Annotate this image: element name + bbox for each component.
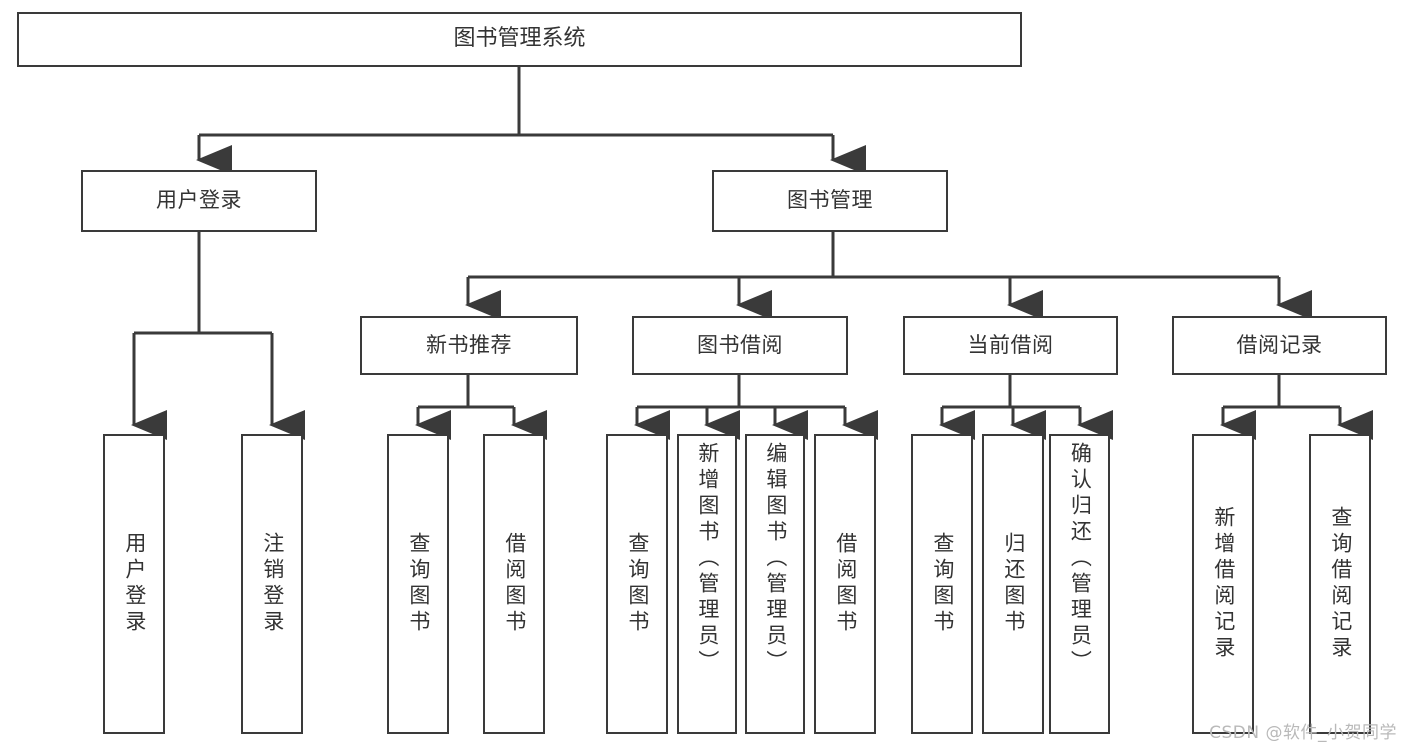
- leaf-borrow-book-recommend[interactable]: 借阅图书: [483, 434, 545, 734]
- node-label: 用户登录: [122, 532, 147, 636]
- node-new-book-recommend[interactable]: 新书推荐: [360, 316, 578, 375]
- node-root-book-management-system[interactable]: 图书管理系统: [17, 12, 1022, 67]
- node-label: 图书管理: [787, 188, 873, 213]
- node-current-borrow[interactable]: 当前借阅: [903, 316, 1118, 375]
- node-label: 查询借阅记录: [1328, 506, 1353, 662]
- leaf-add-borrow-record[interactable]: 新增借阅记录: [1192, 434, 1254, 734]
- leaf-return-book[interactable]: 归还图书: [982, 434, 1044, 734]
- node-label: 借阅记录: [1236, 332, 1323, 357]
- node-label: 注销登录: [260, 532, 285, 636]
- node-label: 新增借阅记录: [1211, 506, 1236, 662]
- node-label: 当前借阅: [967, 332, 1054, 357]
- node-label: 查询图书: [930, 532, 955, 636]
- leaf-borrow-book[interactable]: 借阅图书: [814, 434, 876, 734]
- node-label: 用户登录: [156, 188, 242, 213]
- node-label: 查询图书: [406, 532, 431, 636]
- leaf-user-login[interactable]: 用户登录: [103, 434, 165, 734]
- node-book-management[interactable]: 图书管理: [712, 170, 948, 232]
- node-label: 图书借阅: [697, 332, 783, 357]
- node-label: 新增图书（管理员）: [695, 442, 720, 676]
- node-label: 图书管理系统: [453, 26, 586, 52]
- leaf-confirm-return-admin[interactable]: 确认归还（管理员）: [1049, 434, 1110, 734]
- node-label: 借阅图书: [502, 532, 527, 636]
- watermark: CSDN @软件_小贺同学: [1209, 723, 1397, 743]
- node-label: 确认归还（管理员）: [1068, 442, 1093, 676]
- node-borrow-record[interactable]: 借阅记录: [1172, 316, 1387, 375]
- leaf-query-book-recommend[interactable]: 查询图书: [387, 434, 449, 734]
- node-user-login[interactable]: 用户登录: [81, 170, 317, 232]
- node-label: 查询图书: [625, 532, 650, 636]
- leaf-add-book-admin[interactable]: 新增图书（管理员）: [677, 434, 737, 734]
- node-book-borrow[interactable]: 图书借阅: [632, 316, 848, 375]
- leaf-edit-book-admin[interactable]: 编辑图书（管理员）: [745, 434, 805, 734]
- leaf-query-book-borrow[interactable]: 查询图书: [606, 434, 668, 734]
- node-label: 新书推荐: [426, 332, 512, 357]
- node-label: 归还图书: [1001, 532, 1026, 636]
- node-label: 借阅图书: [833, 532, 858, 636]
- leaf-logout[interactable]: 注销登录: [241, 434, 303, 734]
- node-label: 编辑图书（管理员）: [763, 442, 788, 676]
- leaf-query-book-current[interactable]: 查询图书: [911, 434, 973, 734]
- leaf-query-borrow-record[interactable]: 查询借阅记录: [1309, 434, 1371, 734]
